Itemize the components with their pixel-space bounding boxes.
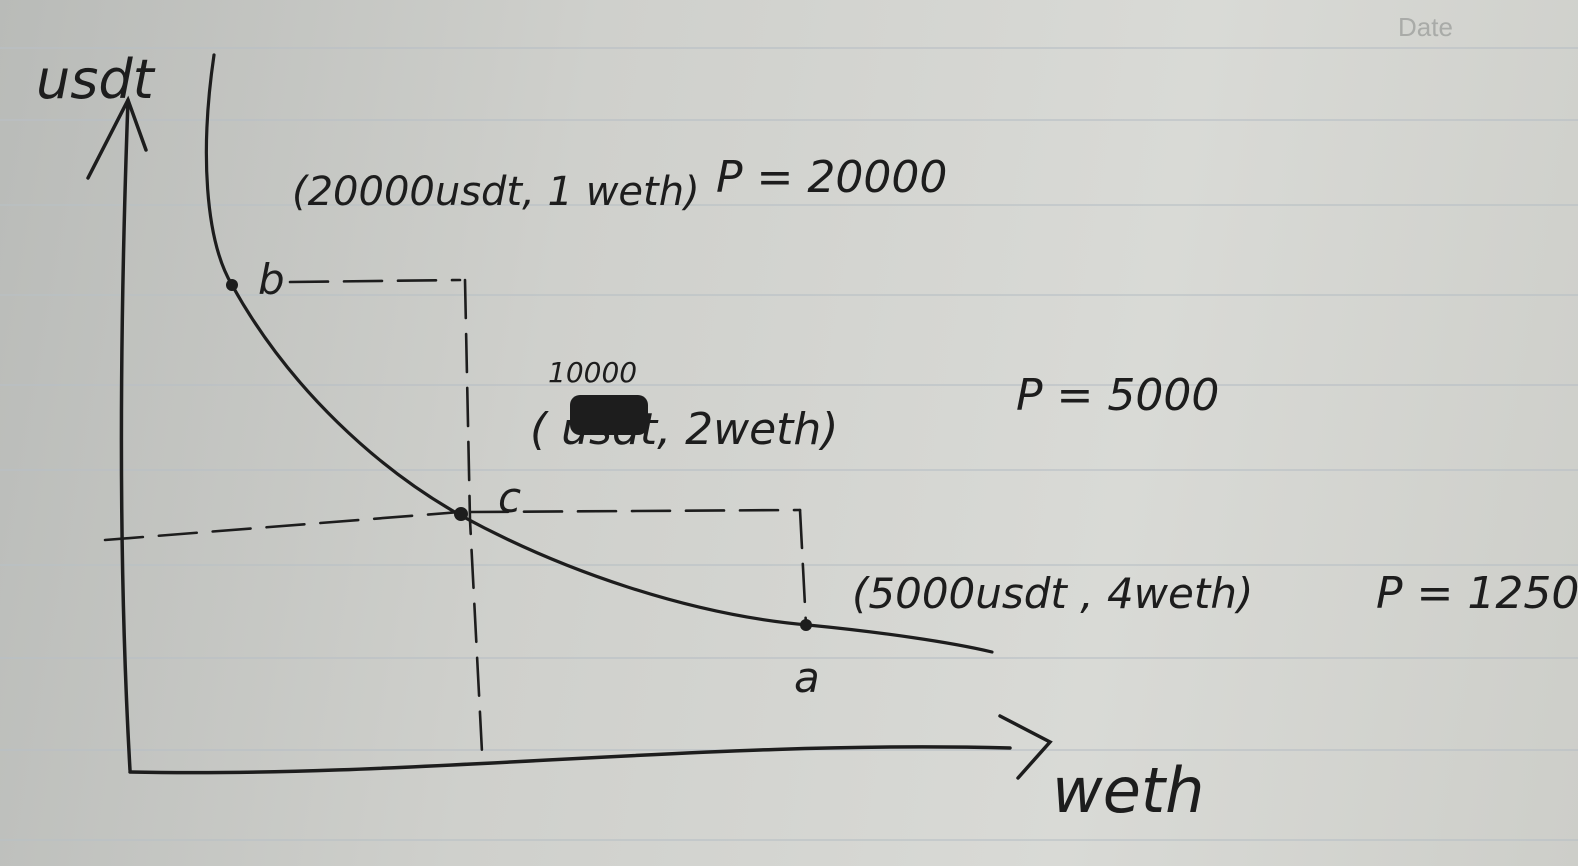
point-b [226,279,238,291]
c-to-a-dash [468,508,802,514]
point-c-label: c [498,473,521,522]
point-b-price: P = 20000 [716,152,947,203]
point-c-price: P = 5000 [1016,370,1219,421]
c-horizontal-dash [103,510,462,542]
y-axis-arrowhead [86,95,148,180]
date-label: Date [1398,12,1453,42]
point-c-scribble [570,395,648,435]
point-b-annotation: (20000usdt, 1 weth) [292,169,700,215]
y-axis-label: usdt [36,48,156,111]
bonding-curve [204,53,994,654]
axes [86,95,1053,780]
point-c [454,507,468,521]
a-vertical-dash [798,508,808,627]
b-horizontal-dash [288,278,462,284]
point-a-label: a [794,653,820,702]
projection-lines [103,278,808,754]
x-axis-arrowhead [998,714,1053,780]
point-a-price: P = 1250 [1376,568,1578,619]
x-axis-label: weth [1052,754,1204,827]
point-b-label: b [258,255,285,304]
point-c-annotation-top: 10000 [548,356,637,389]
point-a [800,619,812,631]
x-axis-line [128,745,1012,775]
c-vertical-dash [463,278,484,754]
y-axis-line [119,98,132,772]
point-a-annotation: (5000usdt , 4weth) [852,569,1253,618]
